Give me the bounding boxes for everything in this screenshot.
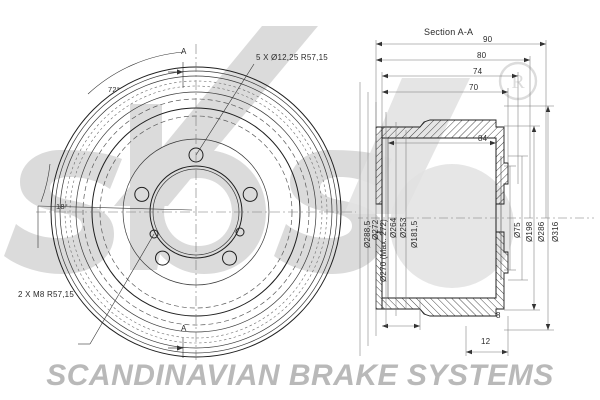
section-title: Section A-A <box>424 27 474 37</box>
annotation-angle-72: 72° <box>108 85 120 94</box>
annotation-hole-pattern: 5 X Ø12,25 R57,15 <box>256 53 328 62</box>
dia-253: Ø253 <box>399 217 408 238</box>
section-arrow-top <box>168 62 184 88</box>
brake-drum-front-view: .c { fill:none; stroke:#1f1f1f; stroke-w… <box>36 44 356 360</box>
dim-90: 90 <box>483 35 493 44</box>
dim-80: 80 <box>477 51 487 60</box>
dim-8: 8 <box>496 311 501 320</box>
dia-270-max: Ø270 (Max. 272) <box>379 218 388 282</box>
section-marker-bottom: A <box>181 324 187 333</box>
annotation-thread-pattern: 2 X M8 R57,15 <box>18 290 74 299</box>
section-marker-top: A <box>181 47 187 56</box>
dim-84: 84 <box>478 134 488 143</box>
brand-footer: SCANDINAVIAN BRAKE SYSTEMS <box>0 352 600 400</box>
dia-198: Ø198 <box>525 221 534 242</box>
annotation-angle-18: 18° <box>56 202 68 211</box>
dia-286: Ø286 <box>537 221 546 242</box>
section-arrow-bottom <box>168 338 184 358</box>
dia-316: Ø316 <box>551 221 560 242</box>
brand-footer-text: SCANDINAVIAN BRAKE SYSTEMS <box>46 359 554 392</box>
brake-drum-section-a-a: .s { stroke:#1f1f1f; stroke-width:1; fil… <box>358 40 594 356</box>
dia-75: Ø75 <box>513 222 522 238</box>
dim-74: 74 <box>473 67 483 76</box>
dim-70: 70 <box>469 83 479 92</box>
dia-264: Ø264 <box>389 217 398 238</box>
dia-181-5: Ø181,5 <box>410 220 419 248</box>
dim-12: 12 <box>481 337 491 346</box>
